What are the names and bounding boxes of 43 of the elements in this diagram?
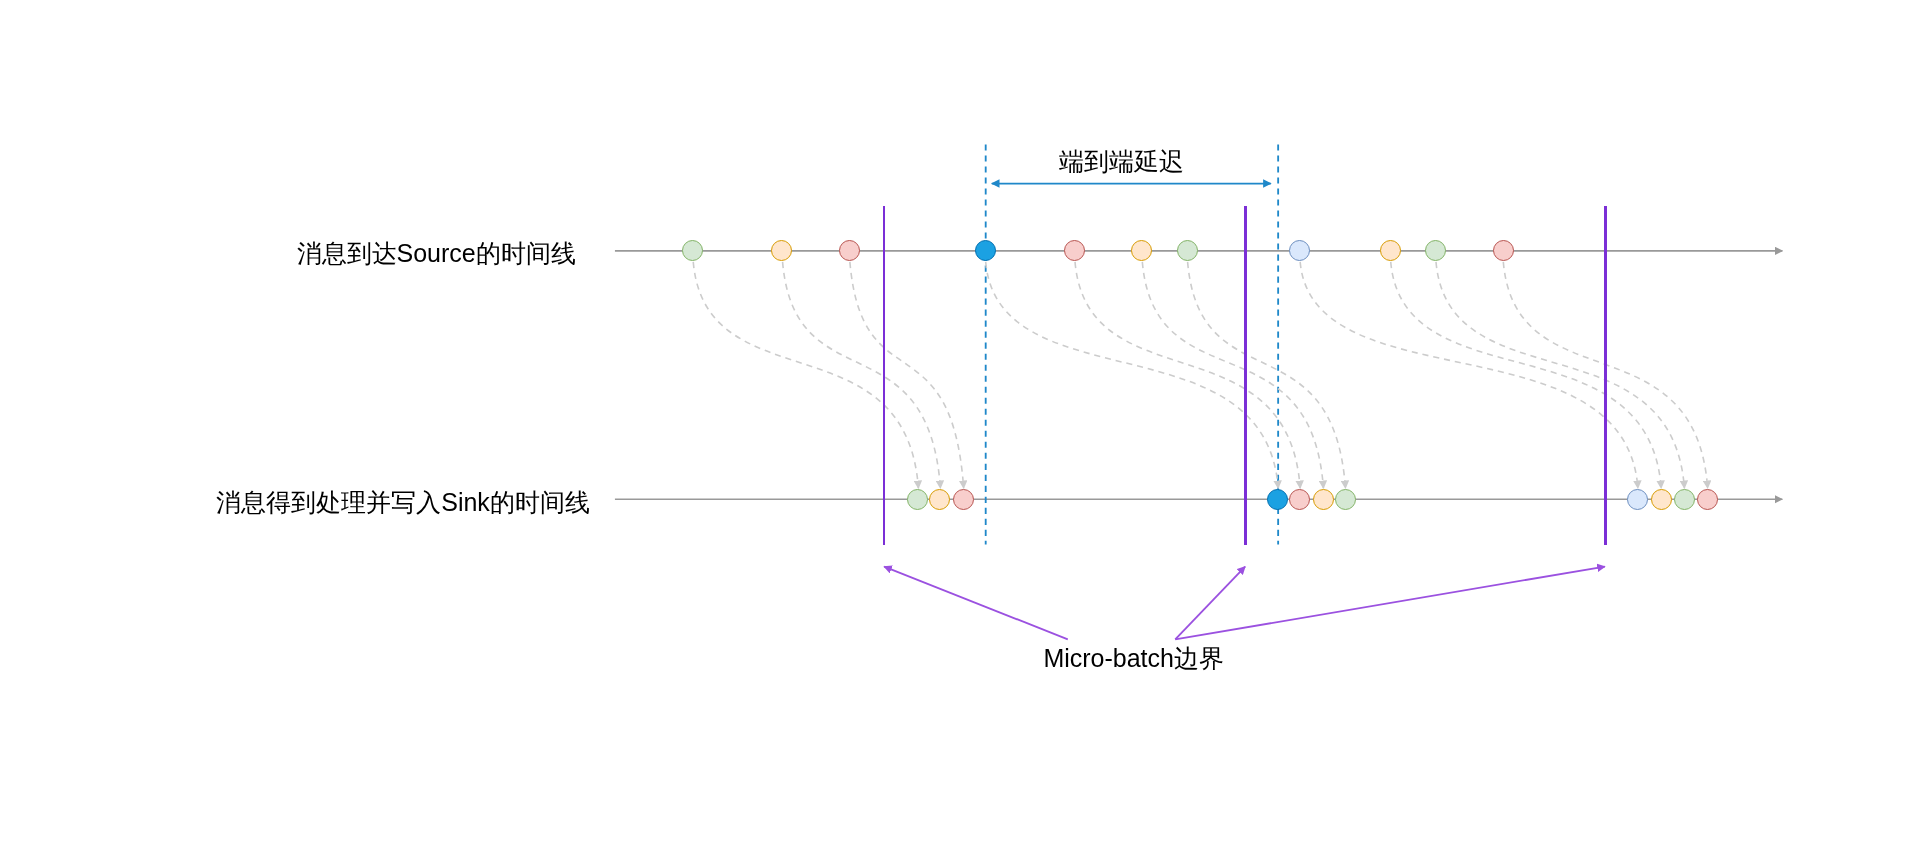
batch-boundary-line [1244,205,1247,545]
message-circle [838,240,860,262]
message-circle [1627,488,1649,510]
arrow [1174,563,1606,641]
message-circle [1334,488,1356,510]
timeline-label: 消息得到处理并写入Sink的时间线 [216,486,590,518]
batch-boundary-line [1604,205,1607,545]
message-circle [929,488,951,510]
boundary-label: Micro-batch边界 [1043,642,1224,676]
timeline-label: 消息到达Source的时间线 [296,237,576,269]
message-circle [1064,240,1086,262]
arrow [883,565,1069,641]
batch-boundary-line [882,205,886,545]
dashed-arrow [849,261,967,490]
message-circle [1289,240,1311,262]
message-circle [1673,488,1695,510]
message-circle [1650,488,1672,510]
message-circle [1312,488,1334,510]
arrow [1174,565,1247,641]
message-circle [1492,240,1514,262]
dashed-arrow [1074,261,1303,490]
dashed-arrow [1502,261,1711,490]
dashed-arrow [1186,261,1349,490]
message-circle [1267,488,1289,510]
message-circle [682,240,704,262]
message-circle [1425,240,1447,262]
dashed-arrow [1389,261,1664,490]
dashed-arrow [984,261,1281,490]
dashed-arrow [1435,261,1688,490]
dashed-arrow [1299,261,1641,490]
message-circle [771,240,793,262]
message-circle [1176,240,1198,262]
message-circle [1697,488,1719,510]
dashed-arrow [692,261,922,490]
message-circle [1131,240,1153,262]
message-circle [1289,488,1311,510]
message-circle [952,488,974,510]
dashed-arrow [781,261,944,490]
message-circle [907,488,929,510]
message-circle [974,240,996,262]
dashed-arrow [1141,261,1327,490]
latency-label: 端到端延迟 [1059,146,1185,178]
message-circle [1380,240,1402,262]
